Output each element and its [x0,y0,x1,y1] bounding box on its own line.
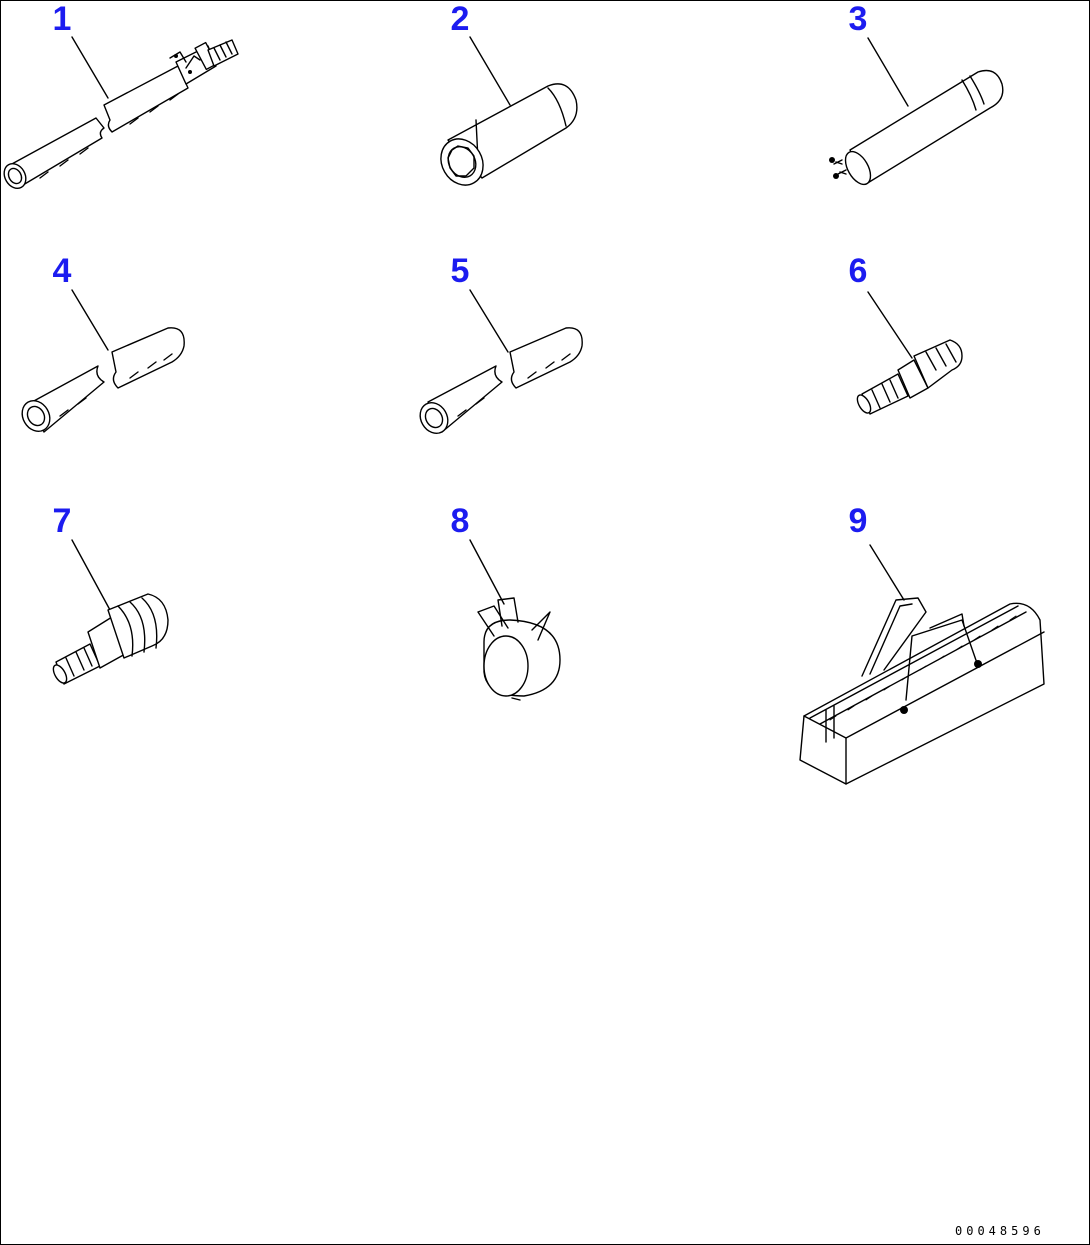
part-6-nipple [856,291,963,415]
callout-7: 7 [52,502,72,540]
document-number: 00048596 [955,1224,1045,1238]
callout-9: 9 [848,502,868,540]
part-8-clamp [469,539,561,701]
callout-5: 5 [450,252,470,290]
callout-1: 1 [52,0,72,38]
callout-3: 3 [848,0,868,38]
callout-8: 8 [450,502,470,540]
part-1-hose-assembly [3,36,239,190]
part-5-hose [419,289,583,435]
callout-4: 4 [52,252,72,290]
callout-2: 2 [450,0,470,38]
part-4-hose [21,289,185,433]
part-7-coupler [52,539,169,685]
callout-6: 6 [848,252,868,290]
part-3-cylinder [829,37,1004,186]
part-2-socket [440,36,578,186]
part-9-toolbox [799,544,1045,785]
